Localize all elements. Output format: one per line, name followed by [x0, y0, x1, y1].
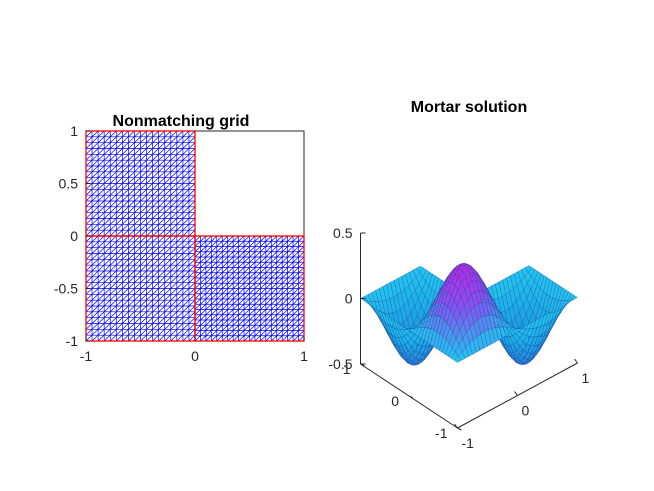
surface-plot-title: Mortar solution	[411, 99, 527, 116]
surface-plot: Mortar solution -0.5 0 0.5 -1 0 1 -1 0 1	[328, 99, 589, 451]
mesh-plot: Nonmatching grid -1 0 1 -1 -0.5 0 0.5 1	[54, 113, 308, 364]
surface-ztick-label: 0.5	[333, 225, 353, 241]
mesh-ytick-label: 0.5	[59, 176, 79, 192]
surface-face	[570, 295, 578, 301]
surface-xtick-label: -1	[462, 435, 475, 451]
surface-ytick-mark	[360, 363, 365, 367]
surface-plot-ticks: -0.5 0 0.5 -1 0 1 -1 0 1	[328, 225, 589, 451]
surface-xtick-label: 1	[582, 370, 590, 386]
mesh-subdomain-3	[194, 235, 305, 342]
surface-ytick-label: 1	[343, 361, 351, 377]
subdomain-boundary-3	[194, 235, 305, 342]
surface-ztick-label: 0	[345, 291, 353, 307]
mesh-ytick-label: -1	[66, 333, 79, 349]
mesh-ytick-label: -0.5	[54, 281, 78, 297]
surface-ytick-label: -1	[435, 425, 448, 441]
surface-xtick-mark	[454, 423, 458, 429]
mesh-ytick-label: 1	[70, 123, 78, 139]
mesh-xtick-label: 0	[191, 348, 199, 364]
surface-xtick-mark	[574, 358, 578, 364]
surface-ytick-label: 0	[391, 393, 399, 409]
mesh-plot-title: Nonmatching grid	[113, 113, 250, 130]
surface-xtick-label: 0	[522, 403, 530, 419]
mesh-xtick-label: -1	[80, 348, 93, 364]
surface-xtick-mark	[514, 391, 518, 396]
surface-faces	[360, 263, 578, 366]
mesh-plot-ticks: -1 0 1 -1 -0.5 0 0.5 1	[54, 123, 308, 364]
mesh-xtick-label: 1	[300, 348, 308, 364]
mesh-ytick-label: 0	[70, 228, 78, 244]
surface-ytick-mark	[408, 395, 414, 399]
surface-ytick-mark	[457, 427, 462, 431]
surface-ztick-label: -0.5	[328, 356, 352, 372]
